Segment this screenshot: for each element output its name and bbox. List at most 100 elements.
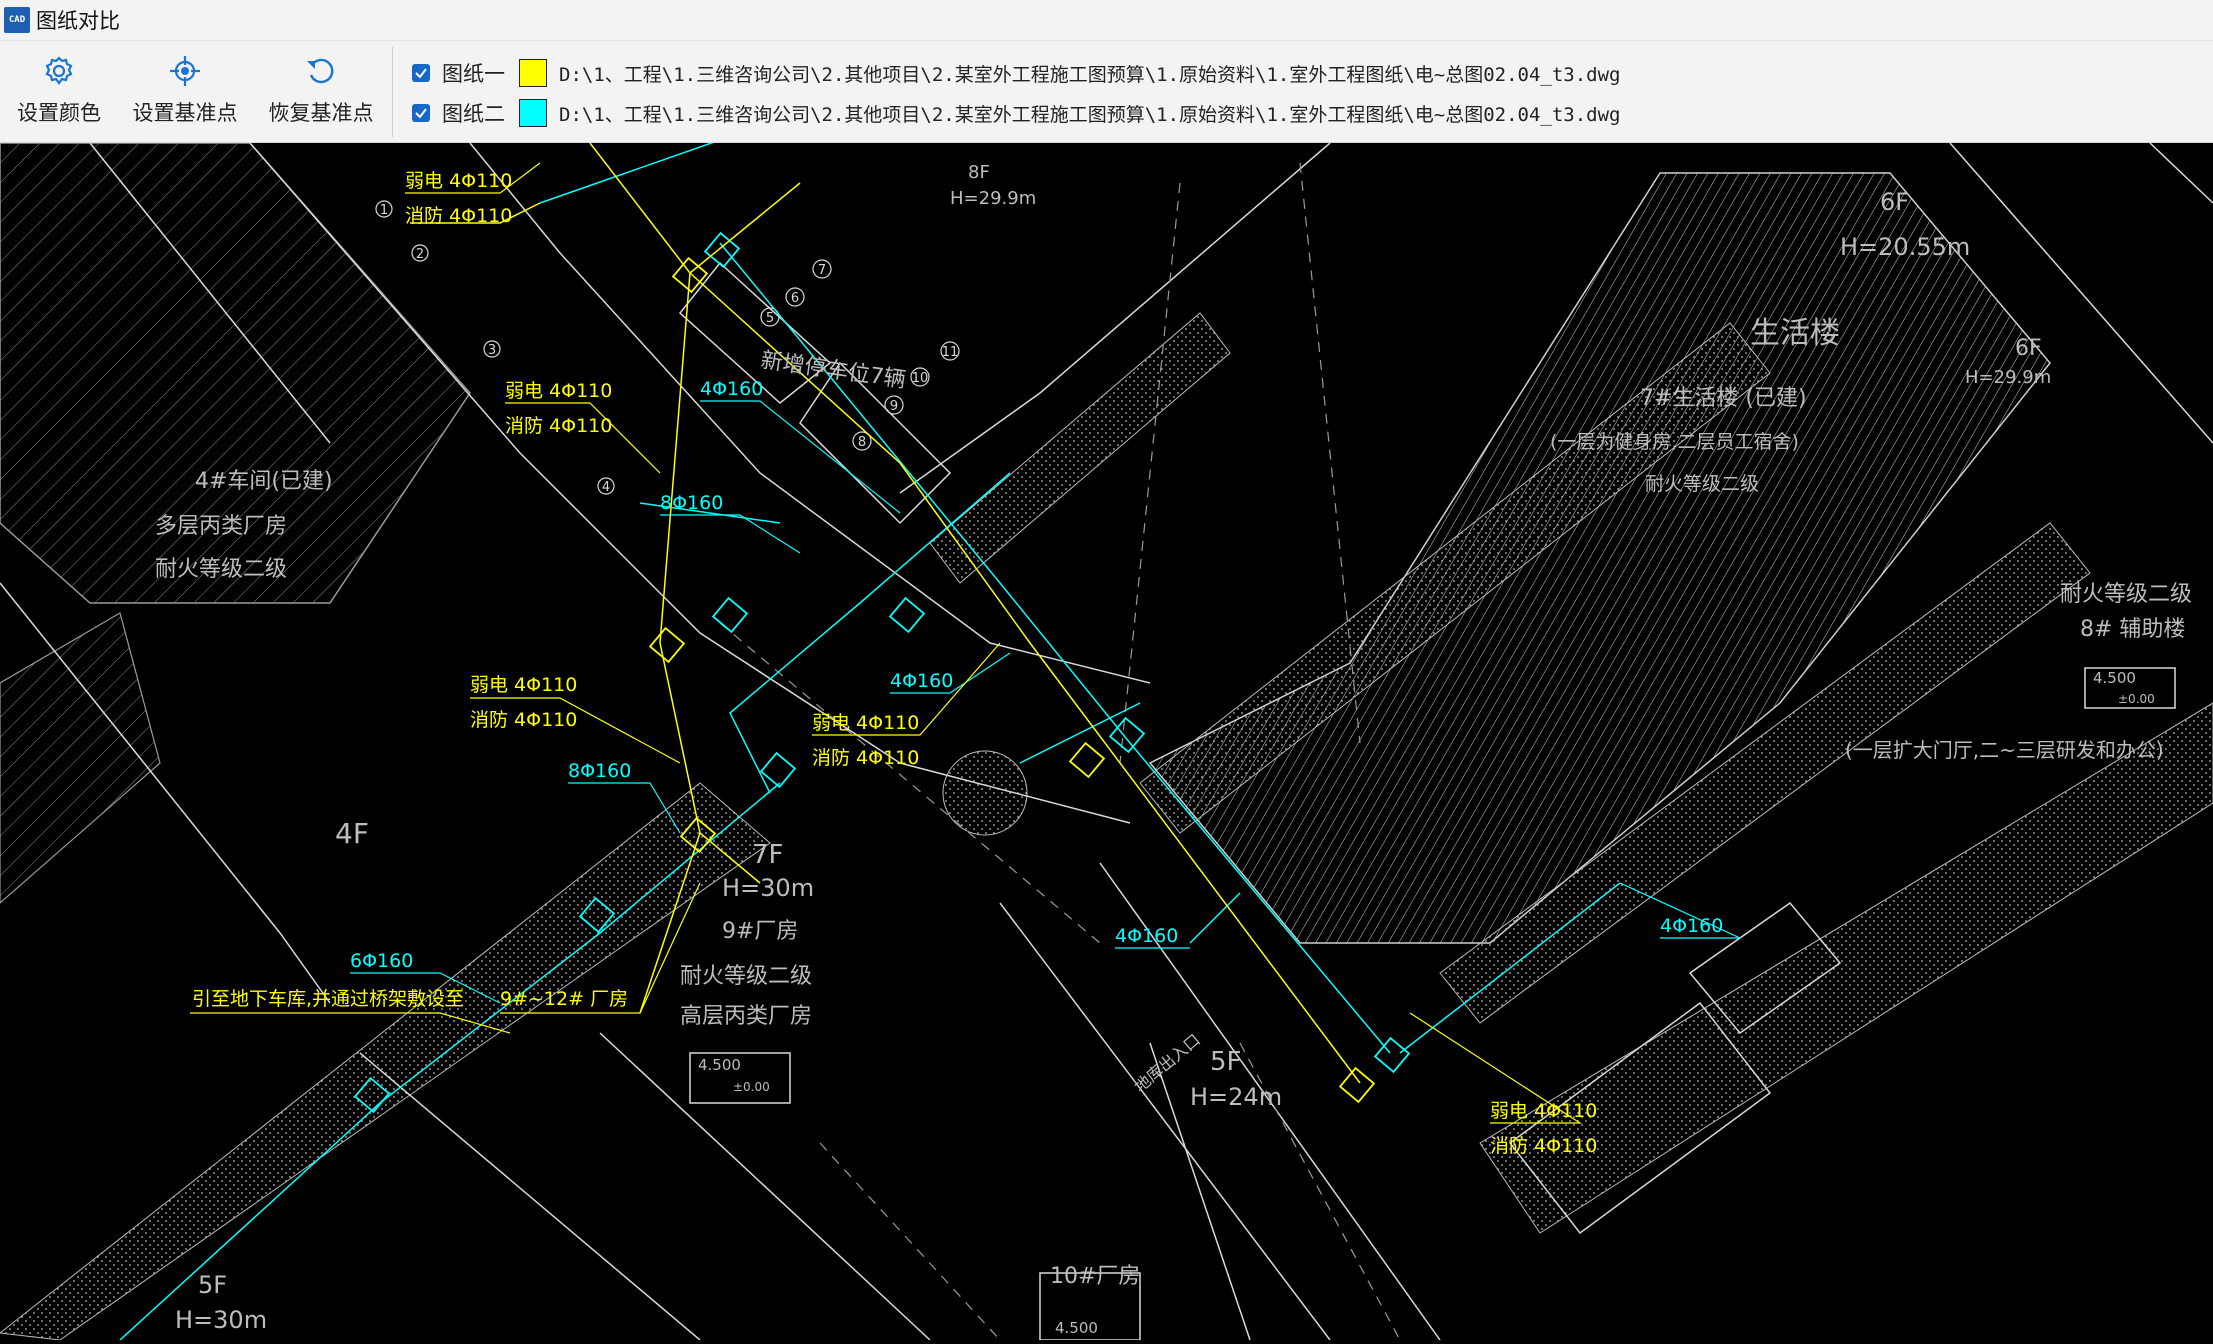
drawing-2-color-swatch[interactable]	[519, 99, 547, 127]
crosshair-icon	[170, 56, 200, 86]
weak-elec-label-4: 弱电 4Φ110	[812, 712, 919, 734]
plant-10-name: 10#厂房	[1050, 1264, 1140, 1289]
fire-label-4: 消防 4Φ110	[812, 747, 919, 769]
building-8-name: 8# 辅助楼	[2080, 617, 2185, 642]
building-left-hatch	[0, 612, 161, 904]
plant-9-floors: 7F	[752, 840, 784, 870]
set-base-point-label: 设置基准点	[132, 101, 238, 125]
parking-label: 新增停车位7辆	[759, 348, 907, 393]
building-5f-height: H=24m	[1190, 1083, 1282, 1111]
weak-elec-label-1: 弱电 4Φ110	[405, 170, 512, 192]
gear-icon	[45, 56, 73, 85]
workshop-4-floors: 4F	[335, 817, 369, 850]
lot-8: 8	[858, 435, 866, 450]
set-base-point-button[interactable]: 设置基准点	[130, 53, 240, 133]
fire-label-1: 消防 4Φ110	[405, 205, 512, 227]
building-7-desc: (一层为健身房,二层员工宿舍)	[1550, 431, 1799, 453]
pipe-label-4-160-b: 4Φ160	[890, 670, 953, 692]
undo-icon	[307, 58, 334, 84]
workshop-4-type: 多层丙类厂房	[155, 514, 287, 539]
cad-drawing: 5 6 7 8 9 10 11 1 2 3 4	[0, 132, 2213, 1341]
pipe-label-4-160-a: 4Φ160	[700, 378, 763, 400]
fire-label-5: 消防 4Φ110	[1490, 1135, 1597, 1157]
checkmark-icon	[415, 68, 427, 79]
pavement-strip-2	[1439, 522, 2091, 1024]
yellow-leaders	[190, 162, 1583, 1124]
window-title: 图纸对比	[36, 9, 120, 33]
lot-l3: 3	[488, 343, 496, 358]
building-8-fire: 耐火等级二级	[2060, 582, 2192, 607]
drawing-2-checkbox[interactable]	[412, 104, 430, 122]
restore-base-point-button[interactable]: 恢复基准点	[266, 53, 376, 133]
pipe-label-8-160-b: 8Φ160	[568, 760, 631, 782]
b6f-a-height: H=20.55m	[1840, 233, 1970, 261]
plant-9-name: 9#厂房	[722, 919, 798, 944]
plant-9-height: H=30m	[722, 874, 814, 902]
living-building-label: 生活楼	[1750, 316, 1840, 351]
elevation-3: 4.500	[1055, 1319, 1098, 1337]
building-5f-floors: 5F	[1210, 1047, 1242, 1077]
weak-elec-label-3: 弱电 4Φ110	[470, 674, 577, 696]
drawing-2-label: 图纸二	[442, 102, 505, 126]
pipe-label-8-160-a: 8Φ160	[660, 492, 723, 514]
building-7-name: 7#生活楼 (已建)	[1640, 386, 1807, 411]
drawing-2-path: D:\1、工程\1.三维咨询公司\2.其他项目\2.某室外工程施工图预算\1.原…	[559, 103, 1621, 126]
drawing-row-2: 图纸二 D:\1、工程\1.三维咨询公司\2.其他项目\2.某室外工程施工图预算…	[412, 96, 1621, 130]
yellow-pipelines	[410, 142, 1361, 1084]
building-8-desc: (一层扩大门厅,二~三层研发和办公)	[1845, 738, 2164, 762]
elevation-1-sub: ±0.00	[2118, 692, 2155, 706]
pavement-strip-3	[0, 782, 771, 1341]
b6f-b-floors: 6F	[2015, 336, 2042, 361]
note-garage: 引至地下车库,并通过桥架敷设至	[192, 988, 464, 1010]
drawing-1-color-swatch[interactable]	[519, 59, 547, 87]
building-5f-left-floors: 5F	[198, 1271, 227, 1299]
cyan-pipelines	[119, 132, 1621, 1341]
lot-l2: 2	[416, 247, 424, 262]
pavement-strip-5	[929, 312, 1231, 584]
set-color-button[interactable]: 设置颜色	[14, 53, 104, 133]
b6f-b-height: H=29.9m	[1965, 367, 2051, 388]
lot-7: 7	[818, 263, 826, 278]
drawing-1-path: D:\1、工程\1.三维咨询公司\2.其他项目\2.某室外工程施工图预算\1.原…	[559, 63, 1621, 86]
title-bar: CAD 图纸对比	[0, 0, 2213, 40]
cyan-leaders	[350, 400, 1741, 1004]
toolbar-divider	[392, 47, 393, 137]
drawing-1-checkbox[interactable]	[412, 64, 430, 82]
pipe-label-6-160: 6Φ160	[350, 950, 413, 972]
lot-5: 5	[766, 311, 774, 326]
building-7-fire: 耐火等级二级	[1645, 473, 1759, 495]
parking-stalls	[375, 200, 960, 495]
b6f-a-floors: 6F	[1880, 188, 1909, 216]
building-5f-left-height: H=30m	[175, 1306, 267, 1334]
building-7-hatch	[1148, 172, 2051, 944]
roundabout	[942, 750, 1028, 836]
note-plants: 9#~12# 厂房	[500, 988, 628, 1010]
cyan-manholes	[353, 231, 1411, 1114]
checkmark-icon	[415, 108, 427, 119]
restore-base-point-label: 恢复基准点	[268, 101, 374, 125]
plant-9-fire: 耐火等级二级	[680, 964, 812, 989]
b8f-floors: 8F	[968, 162, 990, 183]
lot-6: 6	[791, 291, 799, 306]
workshop-4-name: 4#车间(已建)	[195, 469, 333, 494]
lot-l1: 1	[380, 203, 388, 218]
dashed-lines	[719, 162, 1401, 1341]
weak-elec-label-5: 弱电 4Φ110	[1490, 1100, 1597, 1122]
lot-10: 10	[912, 371, 929, 386]
elevation-2: 4.500	[698, 1056, 741, 1074]
drawing-row-1: 图纸一 D:\1、工程\1.三维咨询公司\2.其他项目\2.某室外工程施工图预算…	[412, 56, 1621, 90]
drawing-1-label: 图纸一	[442, 62, 505, 86]
elevation-1: 4.500	[2093, 669, 2136, 687]
pavement-strip-1	[1139, 322, 1771, 834]
set-color-label: 设置颜色	[17, 101, 101, 125]
cad-canvas[interactable]: 5 6 7 8 9 10 11 1 2 3 4	[0, 132, 2213, 1341]
app-logo-icon: CAD	[4, 7, 30, 33]
pavement-strip-4	[1479, 702, 2213, 1234]
b8f-height: H=29.9m	[950, 188, 1036, 209]
lot-9: 9	[890, 399, 898, 414]
pipe-label-4-160-d: 4Φ160	[1660, 915, 1723, 937]
pipe-label-4-160-c: 4Φ160	[1115, 925, 1178, 947]
elevation-2-sub: ±0.00	[733, 1080, 770, 1094]
workshop-4-fire: 耐火等级二级	[155, 557, 287, 582]
lot-11: 11	[942, 345, 959, 360]
